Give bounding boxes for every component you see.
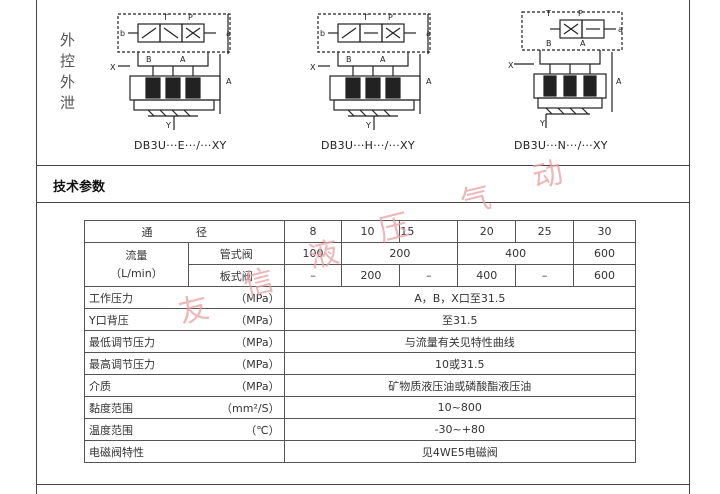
param-name: 温度范围 (89, 423, 133, 437)
size-cell: 15 (399, 220, 459, 243)
diagram-text-A: A (580, 39, 586, 48)
hydraulic-symbol-n: a P T B A X A Y (508, 9, 623, 128)
table-row: 板式阀 – 200 – 400 – 600 (85, 264, 636, 287)
param-value: 矿物质液压油或磷酸酯液压油 (283, 374, 637, 397)
diagram-text-Y: Y (365, 121, 371, 130)
table-row: 介质 （MPa） 矿物质液压油或磷酸酯液压油 (84, 374, 637, 397)
plate-value: 200 (341, 264, 401, 287)
diagram-text-p: P (578, 9, 583, 18)
diagram-text-Y: Y (165, 121, 171, 130)
hydraulic-symbol-e: b a P T B A X A Y (110, 13, 232, 130)
param-unit: （MPa） (235, 313, 280, 327)
diagram-text-A2: A (226, 77, 232, 86)
plate-value: 400 (457, 264, 517, 287)
flow-label-cell: 流量 （L/min） (84, 242, 189, 287)
diagram-text-A2: A (616, 77, 622, 86)
pipe-value: 600 (573, 242, 636, 265)
table-row: 黏度范围 （mm²/S） 10~800 (84, 396, 637, 419)
diagram-text-p: P (388, 13, 393, 22)
diagram-text-X: X (310, 63, 316, 72)
table-row: 工作压力 （MPa） A，B，X口至31.5 (84, 286, 637, 309)
table-row: 电磁阀特性 见4WE5电磁阀 (84, 440, 637, 463)
size-cell: 25 (515, 220, 575, 243)
param-name: 最低调节压力 (89, 335, 155, 349)
table-row: 通 径 8 10 15 20 25 30 (84, 220, 636, 243)
diagram-text-a: a (618, 25, 623, 34)
diagram-text-t: T (162, 13, 168, 22)
diagram-caption-n: DB3U···N···/···XY (514, 139, 608, 152)
param-unit: （MPa） (235, 357, 280, 371)
section-title: 技术参数 (53, 180, 106, 195)
hydraulic-symbol-h: b a P T B A X A Y (310, 13, 432, 130)
side-label-char: 控 (60, 52, 76, 70)
diagram-text-B: B (546, 39, 552, 48)
flow-label: 流量 (125, 248, 148, 262)
param-name: 工作压力 (89, 291, 133, 305)
diagram-text-X: X (110, 63, 116, 72)
diagram-text-A: A (180, 55, 186, 64)
size-cell: 30 (573, 220, 636, 243)
side-label-char: 泄 (60, 94, 76, 112)
diagram-text-Y: Y (539, 119, 545, 128)
frame-left-line (36, 0, 37, 494)
table-row: Y口背压 （MPa） 至31.5 (84, 308, 637, 331)
plate-value: – (399, 264, 459, 287)
table-row: 最高调节压力 （MPa） 10或31.5 (84, 352, 637, 375)
param-name: 黏度范围 (89, 401, 133, 415)
diagram-text-t: T (545, 9, 551, 18)
pipe-value: 400 (457, 242, 575, 265)
param-unit: （MPa） (235, 335, 280, 349)
param-unit: （mm²/S） (221, 401, 280, 415)
param-value: 见4WE5电磁阀 (283, 440, 637, 463)
param-value: 与流量有关见特性曲线 (283, 330, 637, 353)
diagram-text-t: T (362, 13, 368, 22)
side-label-char: 外 (60, 73, 76, 91)
diagram-text-a: a (226, 29, 231, 38)
diagram-text-X: X (508, 61, 514, 70)
table-row: 最低调节压力 （MPa） 与流量有关见特性曲线 (84, 330, 637, 353)
plate-value: – (515, 264, 575, 287)
diagram-text-B: B (346, 55, 352, 64)
param-name: 最高调节压力 (89, 357, 155, 371)
param-unit: （MPa） (235, 379, 280, 393)
flow-unit: （L/min） (110, 266, 163, 280)
param-value: -30~+80 (283, 418, 637, 441)
watermark-char: 气 (457, 179, 495, 222)
diagram-caption-e: DB3U···E···/···XY (134, 139, 227, 152)
frame-right-line (689, 0, 690, 494)
spec-table: 通 径 8 10 15 20 25 30 流量 （L/min） 管式阀 100 … (84, 220, 637, 463)
diagram-text-A2: A (426, 77, 432, 86)
diagram-text-A: A (380, 55, 386, 64)
param-value: A，B，X口至31.5 (283, 286, 637, 309)
param-name: 电磁阀特性 (89, 445, 144, 459)
diagram-text-B: B (146, 55, 152, 64)
plate-value: 600 (573, 264, 636, 287)
pipe-value: 100 (283, 242, 343, 265)
param-unit: （MPa） (235, 291, 280, 305)
param-value: 至31.5 (283, 308, 637, 331)
diagram-text-b: b (120, 29, 125, 38)
side-label: 外 控 外 泄 (60, 30, 75, 114)
header-label: 通 径 (84, 220, 285, 243)
side-label-char: 外 (60, 31, 76, 49)
param-unit: （℃） (245, 423, 280, 437)
diagram-text-a: a (426, 29, 431, 38)
param-name: Y口背压 (89, 313, 129, 327)
size-cell: 20 (457, 220, 517, 243)
frame-bottom-line (36, 484, 690, 485)
diagram-text-p: P (188, 13, 193, 22)
table-row: 温度范围 （℃） -30~+80 (84, 418, 637, 441)
frame-divider-section (36, 202, 690, 203)
param-value: 10~800 (283, 396, 637, 419)
param-value: 10或31.5 (283, 352, 637, 375)
table-row: 流量 （L/min） 管式阀 100 200 400 600 (84, 242, 636, 287)
watermark-char: 动 (529, 154, 567, 197)
frame-divider-top (36, 165, 690, 166)
diagram-text-b: b (320, 29, 325, 38)
diagram-caption-h: DB3U···H···/···XY (321, 139, 415, 152)
param-name: 介质 (89, 379, 111, 393)
pipe-label: 管式阀 (187, 242, 285, 265)
